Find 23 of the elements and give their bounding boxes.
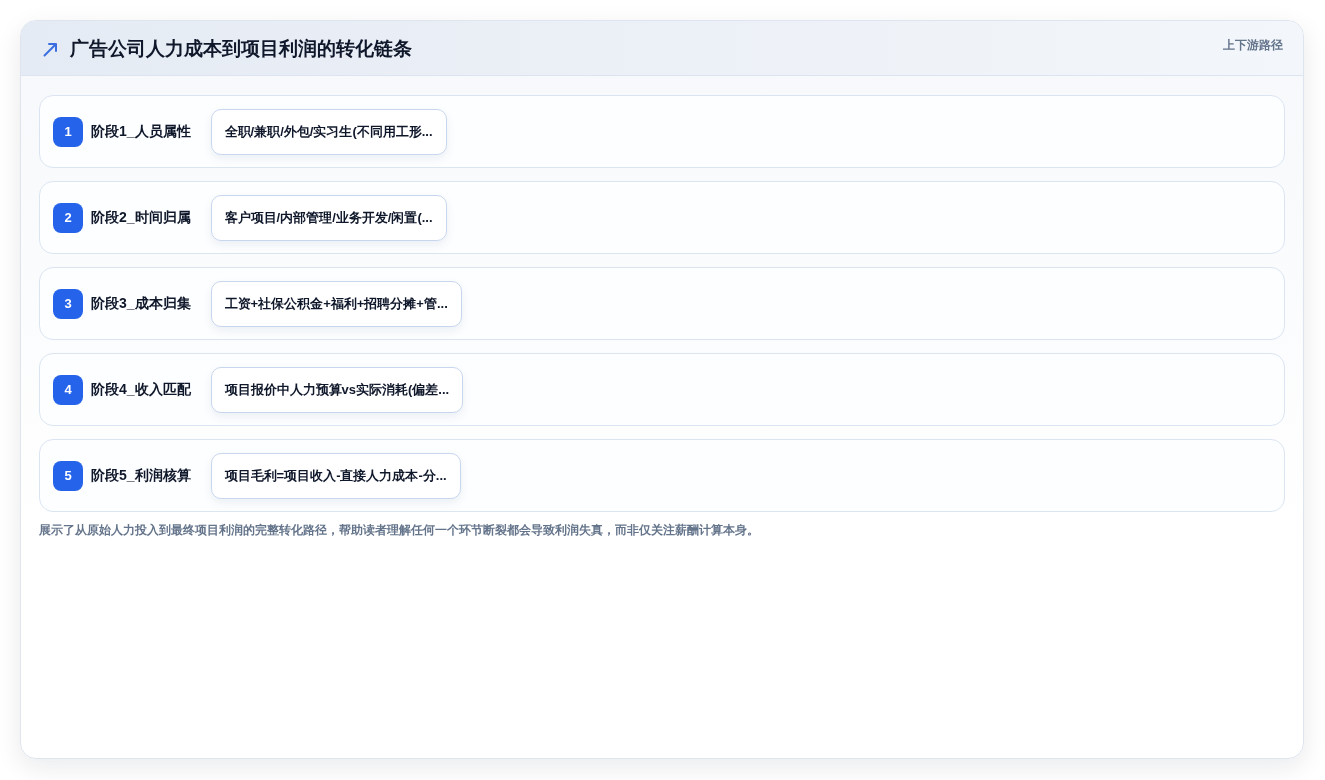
stage-row xyxy=(39,181,1285,254)
step-number: 1 xyxy=(53,116,83,147)
diagram-title: 广告公司人力成本到项目利润的转化链条 xyxy=(70,37,412,61)
step-number: 2 xyxy=(53,202,83,233)
stage-detail-tag: 项目毛利=项目收入-直接人力成本-分... xyxy=(210,452,461,499)
stage-label: 阶段2_时间归属 xyxy=(91,208,191,227)
path-label: 上下游路径 xyxy=(1223,37,1283,54)
stage-row xyxy=(39,267,1285,340)
caption-text: 展示了从原始人力投入到最终项目利润的完整转化路径，帮助读者理解任何一个环节断裂都会导致利润失真，而非仅关注薪酬计算本身。 xyxy=(39,522,759,539)
step-number: 4 xyxy=(53,374,83,405)
stage-label: 阶段3_成本归集 xyxy=(91,294,191,313)
stage-label: 阶段5_利润核算 xyxy=(91,466,191,485)
stage-row xyxy=(39,95,1285,168)
step-number: 3 xyxy=(53,288,83,319)
step-number: 5 xyxy=(53,460,83,491)
stage-row xyxy=(39,353,1285,426)
stage-row xyxy=(39,439,1285,512)
stage-label: 阶段4_收入匹配 xyxy=(91,380,191,399)
stage-detail-tag: 全职/兼职/外包/实习生(不同用工形... xyxy=(210,108,447,155)
stage-label: 阶段1_人员属性 xyxy=(91,122,191,141)
stage-detail-tag: 客户项目/内部管理/业务开发/闲置(... xyxy=(210,194,447,241)
stage-detail-tag: 项目报价中人力预算vs实际消耗(偏差... xyxy=(210,366,464,413)
stage-detail-tag: 工资+社保公积金+福利+招聘分摊+管... xyxy=(210,280,462,327)
